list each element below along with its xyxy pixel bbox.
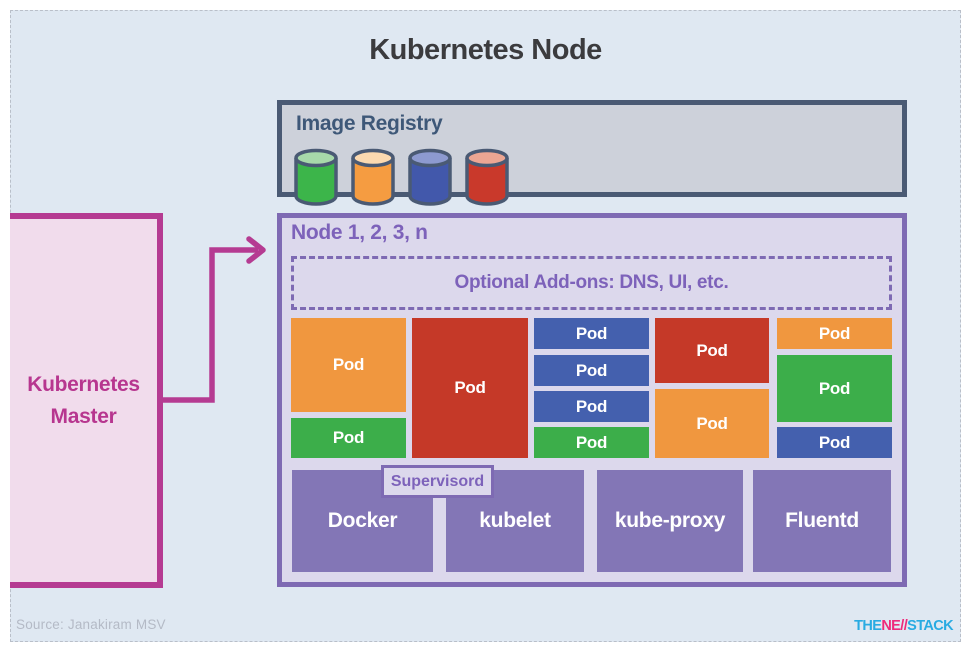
pod-red: Pod	[412, 318, 528, 458]
pod-blue: Pod	[534, 318, 649, 349]
logo-part: NE	[881, 618, 901, 634]
component-kube-proxy: kube-proxy	[597, 470, 743, 572]
pod-orange: Pod	[655, 389, 769, 458]
thenewstack-logo: THENE//STACK	[854, 618, 953, 634]
logo-part: //	[900, 618, 908, 634]
red-image-cylinder-icon	[465, 148, 509, 206]
pod-blue: Pod	[777, 427, 892, 458]
pod-blue: Pod	[534, 355, 649, 386]
pod-green: Pod	[534, 427, 649, 458]
pod-orange: Pod	[291, 318, 406, 412]
pod-orange: Pod	[777, 318, 892, 349]
optional-addons-label: Optional Add-ons: DNS, UI, etc.	[454, 272, 729, 293]
orange-image-cylinder-icon	[351, 148, 395, 206]
source-credit: Source: Janakiram MSV	[16, 617, 166, 632]
blue-image-cylinder-icon	[408, 148, 452, 206]
pod-red: Pod	[655, 318, 769, 383]
kubernetes-master-box: Kubernetes Master	[10, 213, 163, 588]
node-label: Node 1, 2, 3, n	[291, 221, 428, 244]
optional-addons-box: Optional Add-ons: DNS, UI, etc.	[291, 256, 892, 310]
green-image-cylinder-icon	[294, 148, 338, 206]
logo-part: STACK	[907, 618, 953, 634]
logo-part: THE	[854, 618, 882, 634]
component-fluentd: Fluentd	[753, 470, 891, 572]
image-registry-label: Image Registry	[296, 112, 443, 135]
pod-green: Pod	[291, 418, 406, 458]
kubernetes-master-label: Kubernetes Master	[27, 372, 140, 428]
page-title: Kubernetes Node	[369, 34, 602, 66]
pod-green: Pod	[777, 355, 892, 422]
supervisord-tab: Supervisord	[381, 465, 494, 498]
pod-blue: Pod	[534, 391, 649, 422]
